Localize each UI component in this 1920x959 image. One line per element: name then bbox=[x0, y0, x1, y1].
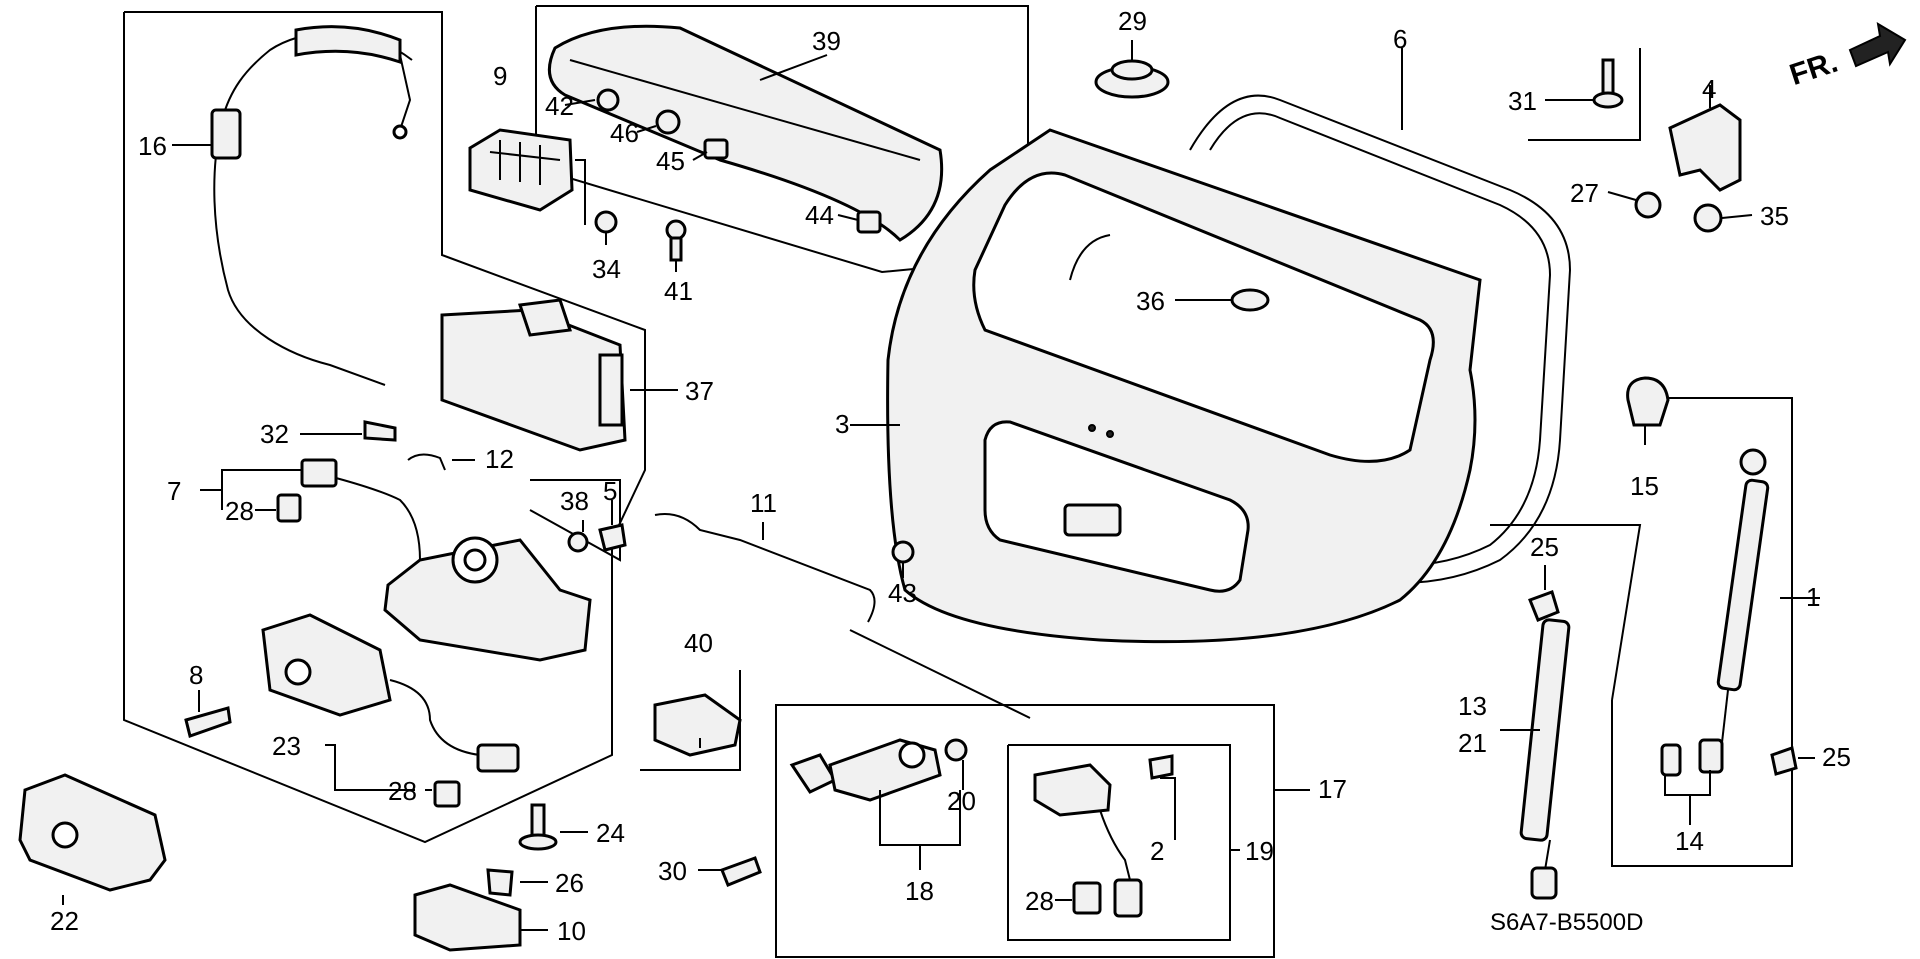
damper-left bbox=[1519, 618, 1571, 900]
front-direction-arrow-icon bbox=[1848, 22, 1907, 68]
callout-30: 30 bbox=[658, 856, 687, 886]
callout-23: 23 bbox=[272, 731, 301, 761]
clip-20 bbox=[944, 738, 968, 762]
bolt-25-upper bbox=[1528, 590, 1560, 622]
screw-2 bbox=[1148, 754, 1174, 780]
callout-44: 44 bbox=[805, 200, 834, 230]
callout-42: 42 bbox=[545, 91, 574, 121]
rod bbox=[654, 513, 876, 623]
bolt-31 bbox=[1592, 58, 1624, 109]
leader-lines bbox=[62, 40, 1820, 931]
washer-38 bbox=[567, 531, 589, 553]
clip-12 bbox=[407, 453, 446, 471]
bracket-10 bbox=[413, 883, 522, 952]
callout-12: 12 bbox=[485, 444, 514, 474]
callout-10: 10 bbox=[557, 916, 586, 946]
callout-17: 17 bbox=[1318, 774, 1347, 804]
callout-18: 18 bbox=[905, 876, 934, 906]
callout-11: 11 bbox=[750, 488, 777, 518]
callout-31: 31 bbox=[1508, 86, 1537, 116]
cylinder-housing bbox=[653, 693, 742, 757]
callout-43: 43 bbox=[888, 578, 917, 608]
tailgate-grommet bbox=[1230, 288, 1270, 312]
callout-37: 37 bbox=[685, 376, 714, 406]
nut-35 bbox=[1693, 203, 1723, 233]
clip-43 bbox=[891, 540, 915, 564]
callout-1: 1 bbox=[1806, 582, 1820, 612]
clip-14a bbox=[1660, 743, 1682, 777]
bolt-30 bbox=[720, 856, 762, 887]
clip-28c bbox=[1072, 881, 1102, 915]
screw-32 bbox=[363, 420, 397, 442]
hinge bbox=[1668, 103, 1742, 192]
spoiler-clips bbox=[594, 88, 882, 262]
bolt-25-lower bbox=[1770, 746, 1798, 776]
callout-14: 14 bbox=[1675, 826, 1704, 856]
callout-2: 2 bbox=[1150, 836, 1164, 866]
latch-assembly bbox=[335, 477, 592, 662]
grommet bbox=[1094, 59, 1170, 99]
callout-15: 15 bbox=[1630, 471, 1659, 501]
nut-27 bbox=[1634, 191, 1662, 219]
callout-40: 40 bbox=[684, 628, 713, 658]
callout-35: 35 bbox=[1760, 201, 1789, 231]
callout-38: 38 bbox=[560, 486, 589, 516]
damper-right bbox=[1716, 448, 1770, 761]
callout-28b: 28 bbox=[388, 776, 417, 806]
callout-26: 26 bbox=[555, 868, 584, 898]
callout-16: 16 bbox=[138, 131, 167, 161]
callout-28a: 28 bbox=[225, 496, 254, 526]
screw-26 bbox=[486, 868, 514, 897]
callout-19: 19 bbox=[1245, 836, 1274, 866]
callout-6: 6 bbox=[1393, 24, 1407, 54]
callout-25-lower: 25 bbox=[1822, 742, 1851, 772]
callout-24: 24 bbox=[596, 818, 625, 848]
switch bbox=[1033, 763, 1143, 918]
callout-5: 5 bbox=[603, 476, 617, 506]
callout-27: 27 bbox=[1570, 178, 1599, 208]
callout-3: 3 bbox=[835, 409, 849, 439]
diagram-code: S6A7-B5500D bbox=[1490, 909, 1643, 936]
lock-actuator bbox=[261, 613, 520, 773]
callout-13: 13 bbox=[1458, 691, 1487, 721]
callout-20: 20 bbox=[947, 786, 976, 816]
fastener-5 bbox=[598, 523, 627, 552]
callout-4: 4 bbox=[1702, 74, 1716, 104]
callout-34: 34 bbox=[592, 254, 621, 284]
callouts: 1 2 3 4 5 6 7 8 9 10 11 12 13 14 15 16 1… bbox=[50, 6, 1851, 946]
callout-7: 7 bbox=[167, 476, 181, 506]
callout-29: 29 bbox=[1118, 6, 1147, 36]
front-direction-label: FR. bbox=[1786, 46, 1842, 92]
license-light bbox=[468, 128, 574, 212]
callout-45: 45 bbox=[656, 146, 685, 176]
callout-21: 21 bbox=[1458, 728, 1487, 758]
callout-32: 32 bbox=[260, 419, 289, 449]
bolt-24 bbox=[518, 803, 558, 851]
spoiler bbox=[547, 24, 944, 242]
callout-41: 41 bbox=[664, 276, 693, 306]
callout-22: 22 bbox=[50, 906, 79, 936]
callout-25-upper: 25 bbox=[1530, 532, 1559, 562]
clip-28a bbox=[276, 493, 302, 523]
callout-9: 9 bbox=[493, 61, 507, 91]
latch-cover bbox=[440, 298, 627, 452]
group-boundaries bbox=[123, 5, 1793, 958]
clip-28b bbox=[433, 780, 461, 808]
bolt-8 bbox=[184, 706, 232, 738]
tailgate-panel bbox=[886, 128, 1482, 644]
callout-39: 39 bbox=[812, 26, 841, 56]
stopper bbox=[1626, 376, 1670, 427]
callout-36: 36 bbox=[1136, 286, 1165, 316]
housing bbox=[18, 773, 167, 892]
callout-8: 8 bbox=[189, 660, 203, 690]
connector-7 bbox=[300, 458, 338, 488]
callout-46: 46 bbox=[610, 118, 639, 148]
lock-cylinder bbox=[789, 738, 942, 802]
callout-28c: 28 bbox=[1025, 886, 1054, 916]
clip-14b bbox=[1698, 738, 1724, 774]
release-cable bbox=[210, 25, 413, 386]
